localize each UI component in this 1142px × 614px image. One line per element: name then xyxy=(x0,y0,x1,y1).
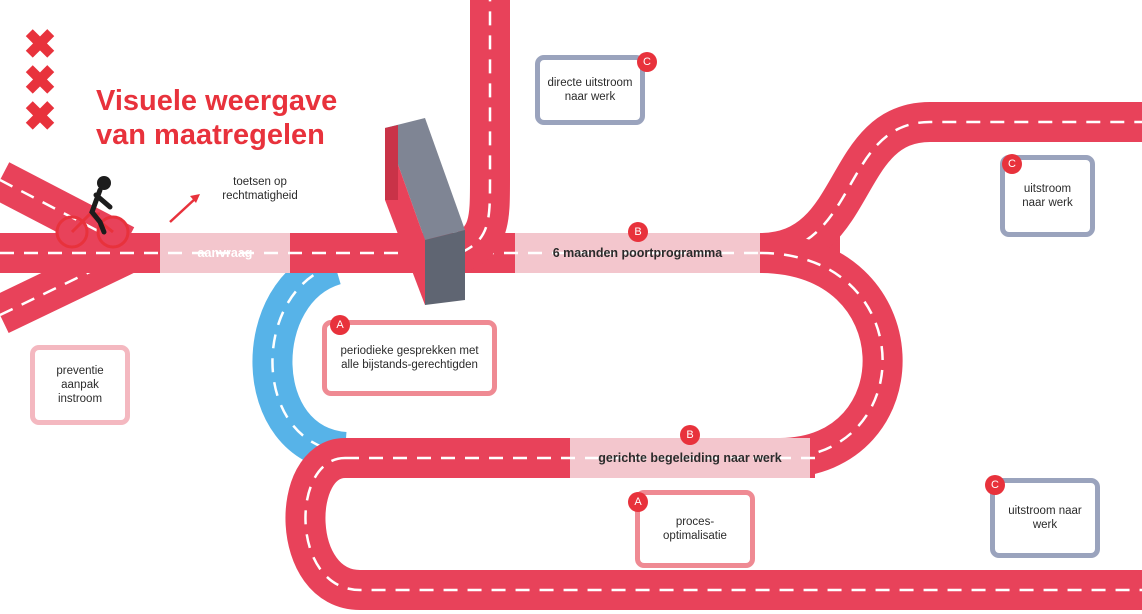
arrow-icon xyxy=(169,197,197,223)
road-loop-right xyxy=(759,233,903,478)
badge-b: B xyxy=(628,222,648,242)
badge-c: C xyxy=(637,52,657,72)
title-line-2: van maatregelen xyxy=(96,119,325,151)
callout-preventie: preventie aanpak instroom xyxy=(30,345,130,425)
callout-gesprekken: periodieke gesprekken met alle bijstands… xyxy=(322,320,497,396)
road-up xyxy=(451,0,510,272)
label-poortprogramma: 6 maanden poortprogramma xyxy=(552,246,723,260)
callout-proces: proces-optimalisatie xyxy=(635,490,755,568)
callout-uitstroom-top: uitstroom naar werk xyxy=(1000,155,1095,237)
title-line-1: Visuele weergave xyxy=(96,85,338,117)
road-bottom-loop xyxy=(285,438,1142,610)
gate-icon xyxy=(385,118,465,305)
badge-a: A xyxy=(628,492,648,512)
callout-directe: directe uitstroom naar werk xyxy=(535,55,645,125)
badge-a: A xyxy=(330,315,350,335)
page-title: Visuele weergave van maatregelen xyxy=(96,84,337,152)
emblem-x-icon: ✖ xyxy=(23,59,57,103)
blue-road-dashes xyxy=(271,263,346,454)
annotation-toetsen: toetsen op rechtmatigheid xyxy=(222,176,298,202)
emblem-x-icon: ✖ xyxy=(23,95,57,139)
badge-b: B xyxy=(680,425,700,445)
badge-c: C xyxy=(1002,154,1022,174)
label-begeleiding: gerichte begeleiding naar werk xyxy=(598,451,782,465)
emblem-x-icon: ✖ xyxy=(23,23,57,67)
callout-uitstroom-bottom: uitstroom naar werk xyxy=(990,478,1100,558)
badge-c: C xyxy=(985,475,1005,495)
label-aanvraag: aanvraag xyxy=(197,246,253,260)
cyclist-icon xyxy=(55,176,130,249)
